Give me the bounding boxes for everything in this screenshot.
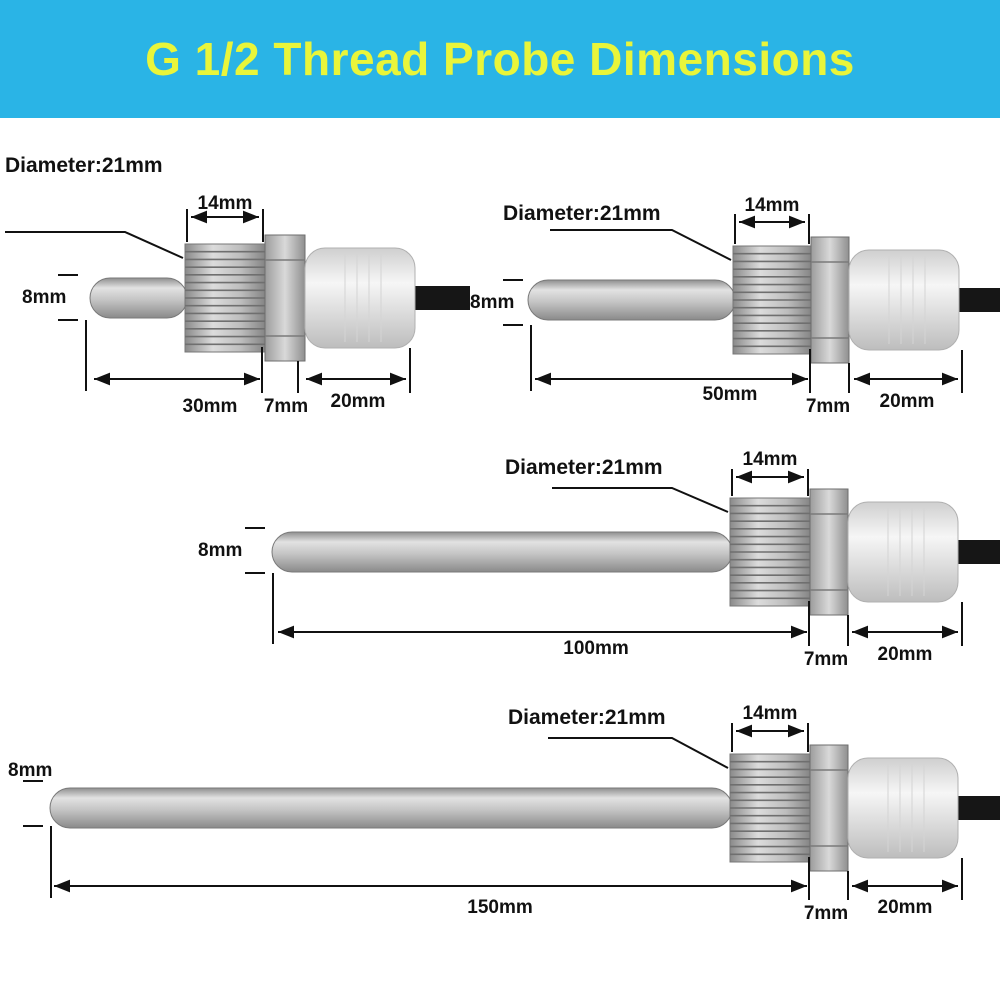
cap-length-label: 20mm bbox=[880, 391, 935, 412]
cable-gland bbox=[848, 249, 960, 351]
thread-length-label: 14mm bbox=[743, 703, 798, 724]
probe-rod bbox=[49, 787, 733, 829]
cable bbox=[409, 286, 470, 310]
probe-rod bbox=[271, 531, 733, 573]
nut-width-label: 7mm bbox=[264, 396, 308, 417]
probe-100: 8mm Diameter:21mm 14mm 100mm 7mm 20mm bbox=[198, 449, 1000, 670]
cap-length-label: 20mm bbox=[331, 391, 386, 412]
probe-rod bbox=[89, 277, 188, 319]
thread-length-label: 14mm bbox=[743, 449, 798, 470]
thread-grooves bbox=[730, 504, 810, 600]
title-banner: G 1/2 Thread Probe Dimensions bbox=[0, 0, 1000, 118]
nut-width-label: 7mm bbox=[804, 903, 848, 924]
diameter-leader bbox=[5, 231, 184, 259]
diameter-label: Diameter:21mm bbox=[508, 706, 666, 729]
cap-length-label: 20mm bbox=[878, 897, 933, 918]
diameter-label: Diameter:21mm bbox=[505, 456, 663, 479]
cable-gland bbox=[847, 501, 959, 603]
cap-length-label: 20mm bbox=[878, 644, 933, 665]
probe-30: 8mm Diameter:21mm 14mm 30mm 7mm 20mm bbox=[5, 154, 470, 417]
nut-width-label: 7mm bbox=[804, 649, 848, 670]
probe-length-label: 150mm bbox=[467, 897, 533, 918]
probe-length-label: 50mm bbox=[703, 384, 758, 405]
thread-length-label: 14mm bbox=[198, 193, 253, 214]
diameter-label: Diameter:21mm bbox=[503, 202, 661, 225]
hex-nut bbox=[810, 236, 850, 364]
cable bbox=[953, 288, 1000, 312]
diameter-leader bbox=[548, 737, 729, 769]
hex-nut bbox=[809, 744, 849, 872]
hex-nut bbox=[809, 488, 849, 616]
probe-diameter-label: 8mm bbox=[198, 540, 242, 561]
cable bbox=[952, 796, 1000, 820]
diameter-leader bbox=[550, 229, 732, 261]
diameter-label: Diameter:21mm bbox=[5, 154, 163, 177]
cable-gland bbox=[304, 247, 416, 349]
thread-grooves bbox=[733, 252, 811, 348]
diameter-leader bbox=[552, 487, 729, 513]
cable-gland bbox=[847, 757, 959, 859]
thread-grooves bbox=[185, 250, 265, 346]
probe-length-label: 100mm bbox=[563, 638, 629, 659]
probe-length-label: 30mm bbox=[183, 396, 238, 417]
probe-rod bbox=[527, 279, 736, 321]
thread-length-label: 14mm bbox=[745, 195, 800, 216]
probe-150: 8mm Diameter:21mm 14mm 150mm 7mm 20mm bbox=[8, 703, 1000, 924]
page-title: G 1/2 Thread Probe Dimensions bbox=[145, 33, 855, 85]
probe-50: 8mm Diameter:21mm 14mm 50mm 7mm 20mm bbox=[470, 195, 1000, 417]
thread-grooves bbox=[730, 760, 810, 856]
hex-nut bbox=[264, 234, 306, 362]
nut-width-label: 7mm bbox=[806, 396, 850, 417]
probe-diameter-label: 8mm bbox=[470, 292, 514, 313]
probe-diameter-label: 8mm bbox=[22, 287, 66, 308]
cable bbox=[952, 540, 1000, 564]
probe-diameter-label: 8mm bbox=[8, 760, 52, 781]
